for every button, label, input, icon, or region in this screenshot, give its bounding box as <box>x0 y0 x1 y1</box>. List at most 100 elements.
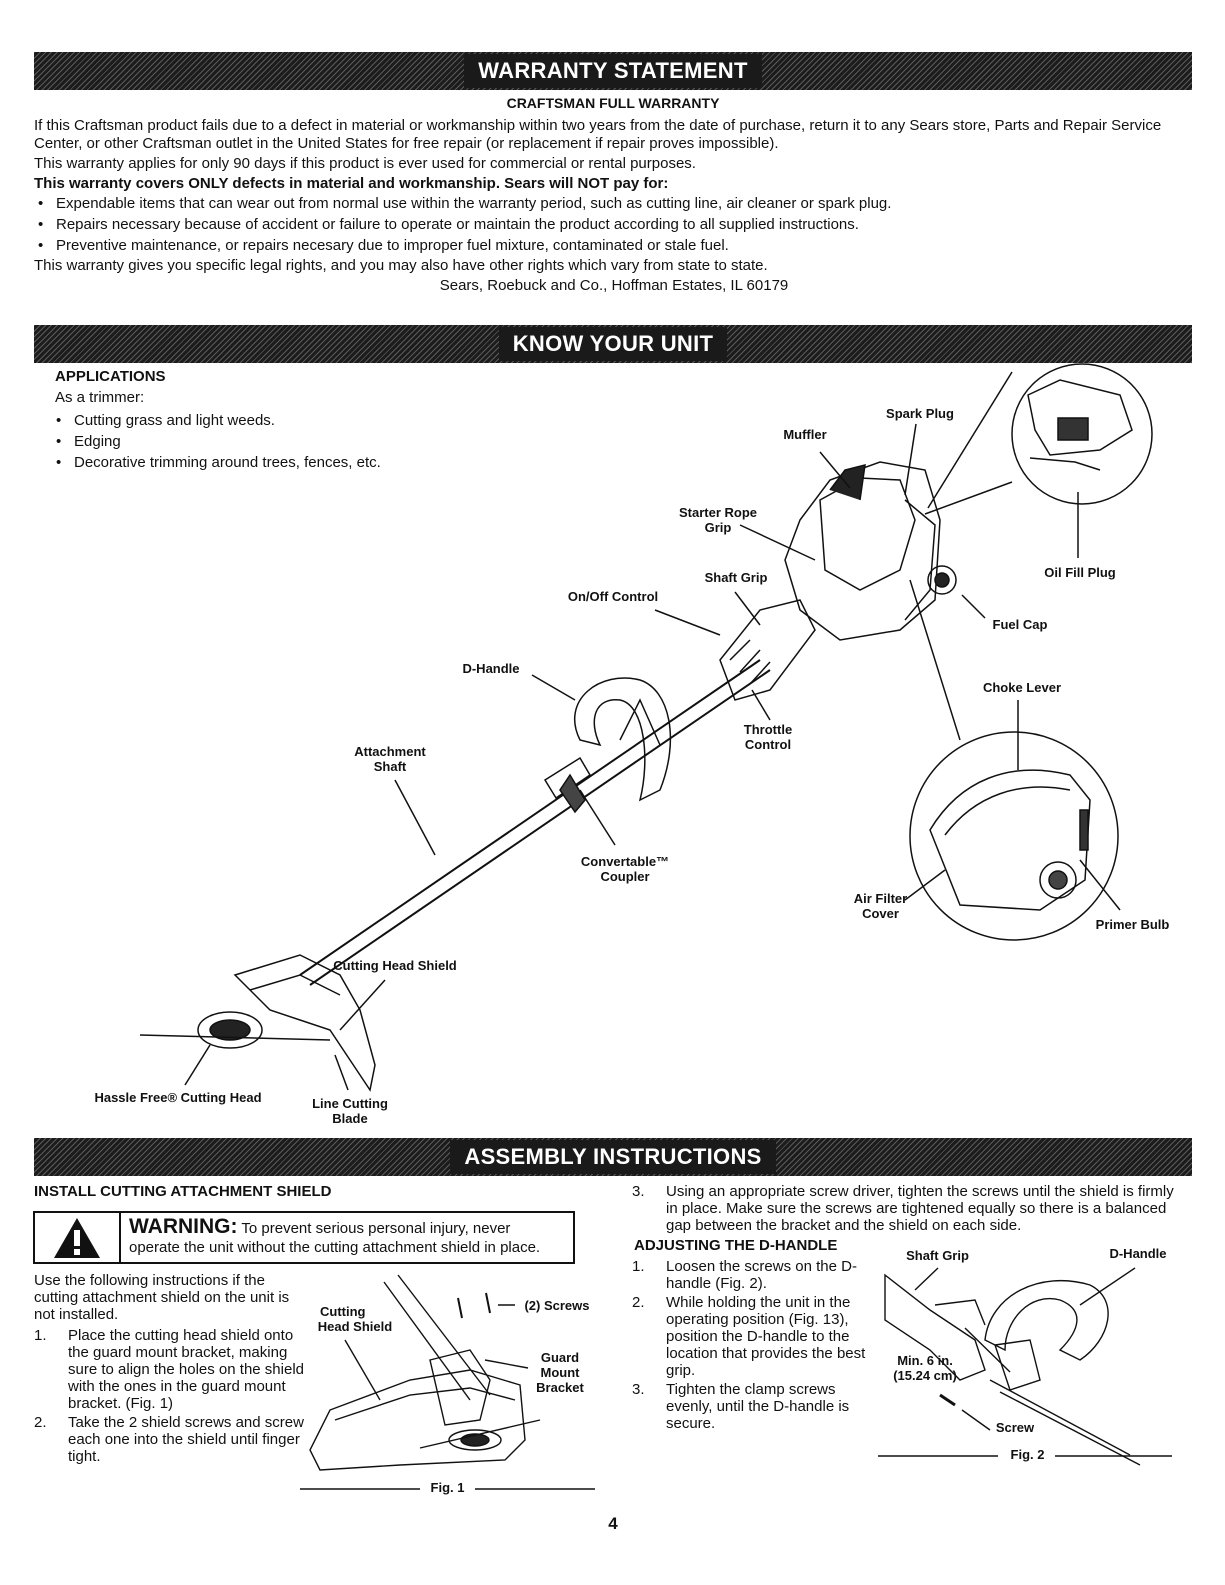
step-text: Loosen the screws on the D-handle (Fig. … <box>666 1258 857 1292</box>
label-line: Control <box>744 736 792 752</box>
dhandle-steps: 1. Loosen the screws on the D-handle (Fi… <box>632 1258 872 1432</box>
warning-box: WARNING: To prevent serious personal inj… <box>33 1211 575 1264</box>
list-item: 3. Using an appropriate screw driver, ti… <box>632 1183 1180 1234</box>
label-fuel-cap: Fuel Cap <box>992 617 1048 632</box>
page-number: 4 <box>608 1514 618 1533</box>
label-line: Cutting <box>320 1304 366 1319</box>
step-number: 3. <box>632 1381 645 1398</box>
step-text: Using an appropriate screw driver, tight… <box>666 1183 1174 1234</box>
label-line: (15.24 cm) <box>893 1367 957 1383</box>
label-line: Head Shield <box>317 1318 393 1334</box>
fig2-label-screw: Screw <box>995 1420 1035 1435</box>
warranty-banner: WARRANTY STATEMENT <box>34 52 1192 90</box>
label-starter-rope-grip: Starter Rope Grip <box>658 505 778 536</box>
list-item: Repairs necessary because of accident or… <box>34 216 1194 234</box>
dhandle-title: ADJUSTING THE D-HANDLE <box>634 1237 838 1254</box>
list-item: 2. Take the 2 shield screws and screw ea… <box>34 1414 304 1465</box>
list-item: Decorative trimming around trees, fences… <box>52 452 381 473</box>
warranty-paragraph-2: This warranty applies for only 90 days i… <box>34 155 696 172</box>
label-line: Attachment <box>354 744 426 759</box>
label-hassle-free-cutting-head: Hassle Free® Cutting Head <box>94 1090 262 1105</box>
label-line: Blade <box>332 1110 368 1126</box>
label-throttle-control: Throttle Control <box>728 722 808 753</box>
list-item: Edging <box>52 431 381 452</box>
step-text: Tighten the clamp screws evenly, until t… <box>666 1381 850 1432</box>
label-line: Cover <box>862 905 899 921</box>
label-attachment-shaft: Attachment Shaft <box>335 744 445 775</box>
warranty-exclusions-list: Expendable items that can wear out from … <box>34 195 1194 255</box>
fig1-label-cutting-head-shield: Cutting Head Shield <box>300 1304 410 1335</box>
label-line: Convertable™ <box>580 854 670 869</box>
warranty-heading: CRAFTSMAN FULL WARRANTY <box>506 95 720 111</box>
label-oil-fill-plug: Oil Fill Plug <box>1044 565 1116 580</box>
label-line: Line Cutting <box>312 1096 388 1111</box>
step-number: 2. <box>632 1294 645 1311</box>
fig2-label-shaft-grip: Shaft Grip <box>906 1248 969 1263</box>
warning-triangle-icon <box>35 1213 121 1262</box>
step-text: While holding the unit in the operating … <box>666 1294 866 1379</box>
fig1-caption: Fig. 1 <box>430 1480 465 1495</box>
label-line: Shaft <box>373 758 407 774</box>
label-spark-plug: Spark Plug <box>886 406 954 421</box>
label-line: Grip <box>704 519 732 535</box>
label-choke-lever: Choke Lever <box>982 680 1062 695</box>
label-line: Guard <box>540 1350 580 1365</box>
label-cutting-head-shield: Cutting Head Shield <box>333 958 457 973</box>
warranty-paragraph-3: This warranty covers ONLY defects in mat… <box>34 175 669 192</box>
list-item: Preventive maintenance, or repairs neces… <box>34 237 1194 255</box>
applications-title: APPLICATIONS <box>55 368 166 385</box>
warning-message: To prevent serious personal injury, neve… <box>129 1220 541 1257</box>
step-number: 3. <box>632 1183 645 1200</box>
label-line: Throttle <box>743 722 793 737</box>
label-d-handle: D-Handle <box>462 661 520 676</box>
install-intro: Use the following instructions if the cu… <box>34 1272 290 1323</box>
label-line: Air Filter <box>853 891 908 906</box>
list-item: 1. Place the cutting head shield onto th… <box>34 1327 304 1412</box>
list-item: 1. Loosen the screws on the D-handle (Fi… <box>632 1258 872 1292</box>
install-steps: 1. Place the cutting head shield onto th… <box>34 1327 304 1465</box>
assembly-banner-title: ASSEMBLY INSTRUCTIONS <box>450 1139 776 1175</box>
label-convertable-coupler: Convertable™ Coupler <box>565 854 685 885</box>
assembly-step-3: 3. Using an appropriate screw driver, ti… <box>632 1183 1180 1234</box>
step-number: 2. <box>34 1414 47 1431</box>
label-on-off-control: On/Off Control <box>567 589 659 604</box>
warning-text: WARNING: To prevent serious personal inj… <box>121 1213 573 1262</box>
warranty-body: If this Craftsman product fails due to a… <box>34 117 1194 295</box>
label-line-cutting-blade: Line Cutting Blade <box>305 1096 395 1127</box>
label-line: Starter Rope <box>678 505 758 520</box>
list-item: 2. While holding the unit in the operati… <box>632 1294 872 1379</box>
warning-word: WARNING: <box>129 1215 238 1238</box>
know-unit-banner: KNOW YOUR UNIT <box>34 325 1192 363</box>
warranty-paragraph-4: This warranty gives you specific legal r… <box>34 257 768 274</box>
label-line: Mount <box>540 1364 580 1380</box>
fig2-caption: Fig. 2 <box>1010 1447 1045 1462</box>
list-item: 3. Tighten the clamp screws evenly, unti… <box>632 1381 872 1432</box>
label-air-filter-cover: Air Filter Cover <box>838 891 923 922</box>
step-number: 1. <box>34 1327 47 1344</box>
fig2-label-min-distance: Min. 6 in. (15.24 cm) <box>880 1353 970 1384</box>
list-item: Cutting grass and light weeds. <box>52 410 381 431</box>
warranty-address: Sears, Roebuck and Co., Hoffman Estates,… <box>439 277 789 294</box>
applications-list: Cutting grass and light weeds. Edging De… <box>52 410 381 473</box>
know-unit-banner-title: KNOW YOUR UNIT <box>498 326 728 362</box>
install-shield-title: INSTALL CUTTING ATTACHMENT SHIELD <box>34 1183 332 1200</box>
warranty-banner-title: WARRANTY STATEMENT <box>464 53 762 89</box>
label-muffler: Muffler <box>783 427 827 442</box>
step-text: Take the 2 shield screws and screw each … <box>68 1414 304 1465</box>
label-line: Coupler <box>600 868 650 884</box>
applications-intro: As a trimmer: <box>55 389 145 406</box>
label-line: Bracket <box>536 1379 584 1395</box>
fig1-label-screws: (2) Screws <box>524 1298 590 1313</box>
step-text: Place the cutting head shield onto the g… <box>68 1327 304 1412</box>
label-primer-bulb: Primer Bulb <box>1095 917 1170 932</box>
step-number: 1. <box>632 1258 645 1275</box>
label-shaft-grip: Shaft Grip <box>704 570 768 585</box>
assembly-banner: ASSEMBLY INSTRUCTIONS <box>34 1138 1192 1176</box>
warranty-paragraph-1: If this Craftsman product fails due to a… <box>34 117 1162 152</box>
fig1-label-guard-mount-bracket: Guard Mount Bracket <box>525 1350 595 1396</box>
list-item: Expendable items that can wear out from … <box>34 195 1194 213</box>
label-line: Min. 6 in. <box>897 1353 953 1368</box>
fig2-label-d-handle: D-Handle <box>1109 1246 1167 1261</box>
